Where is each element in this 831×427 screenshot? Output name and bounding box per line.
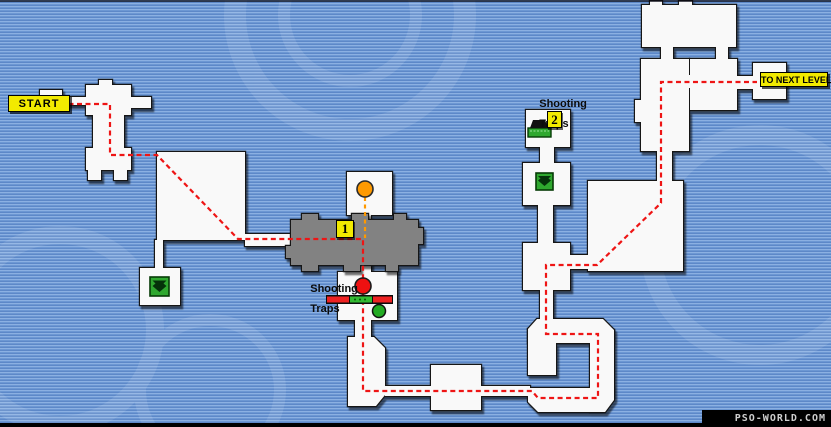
room-start-main xyxy=(86,85,131,180)
to-next-level-label: TO NEXT LEVEL xyxy=(760,72,831,87)
laser-fence-icon xyxy=(326,295,393,304)
item-box-icon xyxy=(149,276,170,297)
watermark-box: PSO-WORLD.COM xyxy=(702,410,831,427)
watermark-text: PSO-WORLD.COM xyxy=(734,413,826,424)
shooting-traps-line1: Shooting xyxy=(310,283,358,295)
shooting-traps-label-center: Shooting Traps xyxy=(298,274,358,324)
shooting-traps-line1: Shooting xyxy=(539,98,587,110)
switch-marker-1: 1 xyxy=(336,220,354,238)
room-ne-top xyxy=(642,5,736,47)
route-main-path xyxy=(60,80,757,400)
trap-marker-2: 2 xyxy=(547,111,562,128)
gray-fill xyxy=(286,214,423,271)
red-switch-icon xyxy=(354,277,372,295)
green-switch-icon xyxy=(371,303,387,319)
orange-switch-icon xyxy=(356,180,374,198)
room-big-left xyxy=(157,152,245,240)
room-ne-mid xyxy=(690,59,737,110)
route-lines xyxy=(60,80,757,400)
shooting-traps-line2: Traps xyxy=(310,303,340,315)
room-ne-tall xyxy=(641,59,689,151)
map-icons xyxy=(149,120,554,319)
start-label: START xyxy=(8,95,70,112)
top-border-line xyxy=(0,0,831,2)
trap-console-icon xyxy=(527,120,552,138)
room-tall-south xyxy=(348,337,385,406)
bottom-border-bar xyxy=(0,423,831,427)
room-south-small xyxy=(431,365,481,410)
item-box-icon xyxy=(535,172,554,191)
room-big-right xyxy=(588,181,683,271)
